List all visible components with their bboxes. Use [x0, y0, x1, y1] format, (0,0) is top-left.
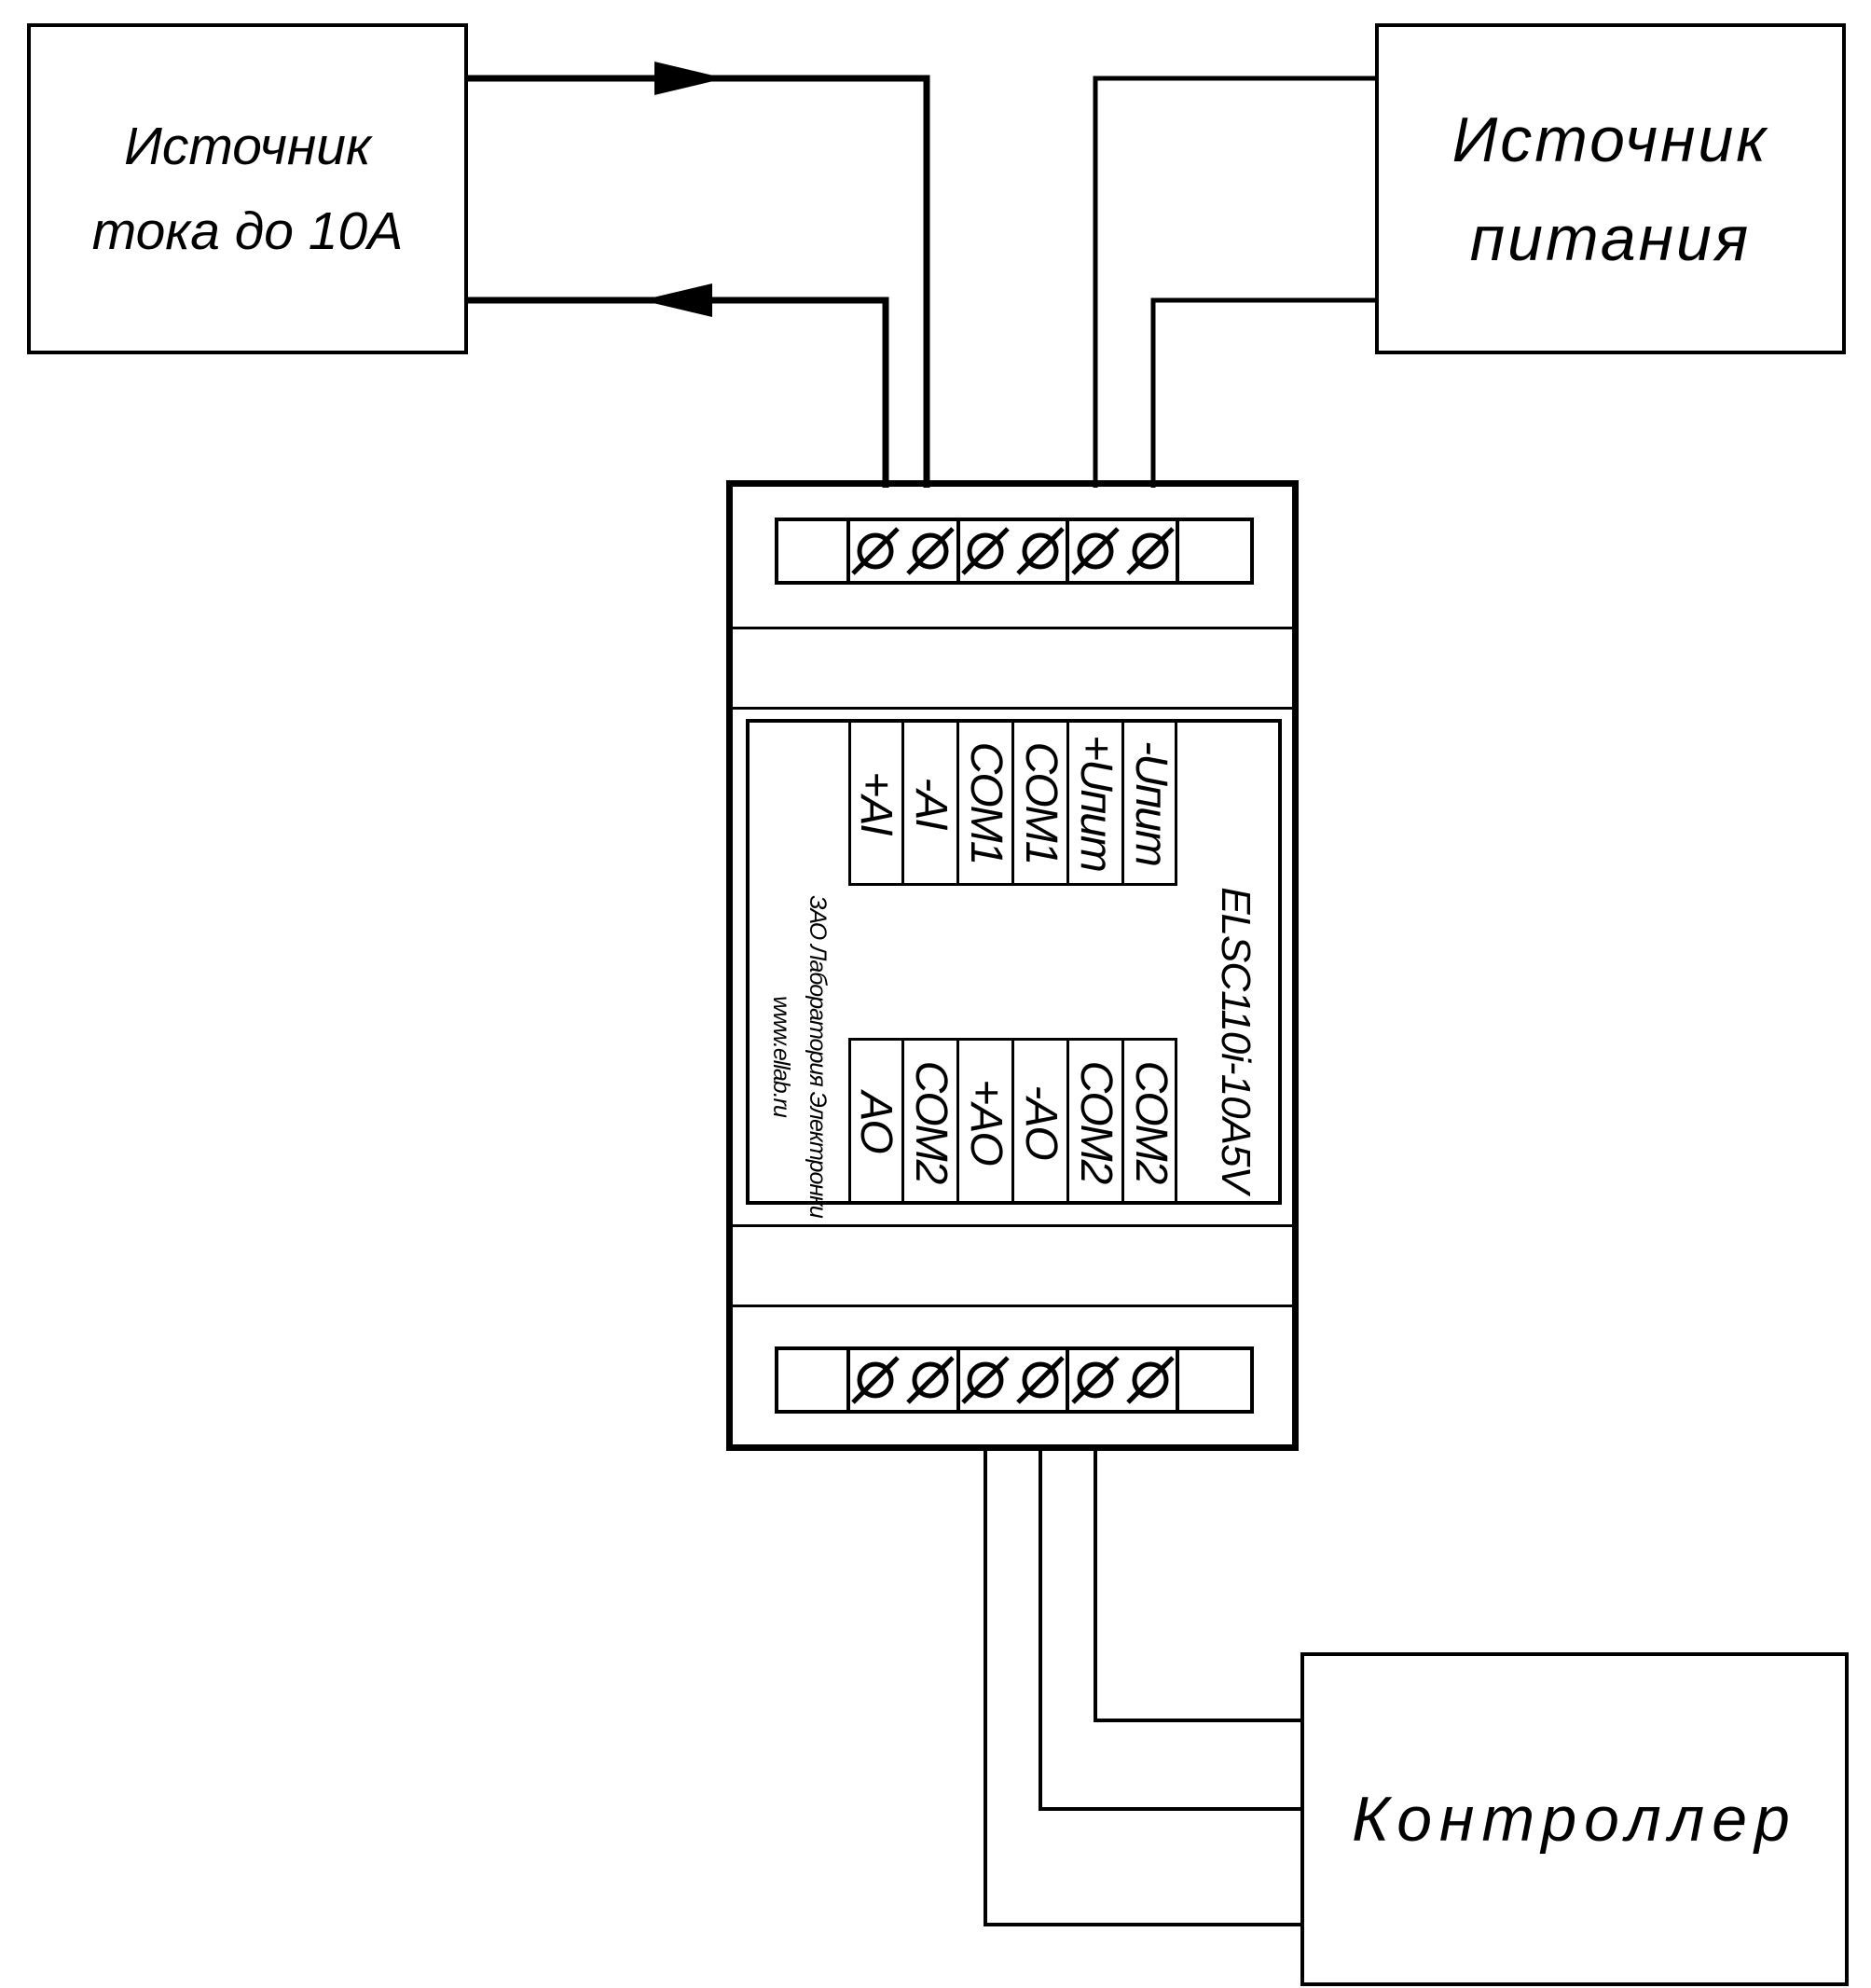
cell-divider — [956, 722, 959, 883]
screw-terminal-icon — [961, 527, 1010, 575]
strip-top-divider — [846, 521, 850, 581]
module-seam-line — [733, 1224, 1292, 1227]
screw-terminal-icon — [961, 1356, 1010, 1404]
cell-divider — [1066, 1041, 1069, 1202]
module-seam-line — [733, 707, 1292, 710]
module-seam-line — [733, 627, 1292, 629]
power-wire-minus — [1150, 297, 1379, 488]
controller-label: Контроллер — [1352, 1784, 1797, 1855]
current-source-box: Источник тока до 10А — [27, 23, 468, 354]
power-supply-label-line1: Источник — [1451, 104, 1769, 175]
arrow-left-icon — [641, 283, 712, 317]
screw-terminal-icon — [906, 1356, 955, 1404]
strip-top-divider — [1066, 521, 1069, 581]
cell-divider — [901, 1041, 904, 1202]
screw-terminal-icon — [1016, 1356, 1065, 1404]
current-source-label-line1: Источник — [124, 116, 371, 176]
terminal-cells-bottom — [848, 1038, 1177, 1205]
strip-bottom-divider — [1176, 1350, 1179, 1410]
strip-bottom-divider — [956, 1350, 960, 1410]
screw-terminal-icon — [851, 1356, 900, 1404]
power-supply-label: Источник питания — [1452, 73, 1769, 306]
cell-divider — [1011, 722, 1014, 883]
cell-divider — [1121, 1041, 1124, 1202]
controller-wire-2 — [1039, 1444, 1304, 1811]
screw-terminal-icon — [1071, 527, 1120, 575]
terminal-cells-top — [848, 719, 1177, 886]
strip-top-divider — [1176, 521, 1179, 581]
current-source-label: Источник тока до 10А — [92, 89, 403, 290]
strip-top-divider — [956, 521, 960, 581]
screw-terminal-icon — [906, 527, 955, 575]
power-supply-label-line2: питания — [1469, 202, 1752, 274]
arrow-right-icon — [654, 62, 725, 95]
terminal-strip-top — [775, 518, 1254, 585]
module-box — [726, 480, 1299, 1451]
cell-divider — [956, 1041, 959, 1202]
current-source-label-line2: тока до 10А — [91, 200, 404, 261]
power-supply-box: Источник питания — [1375, 23, 1846, 354]
terminal-strip-bottom — [775, 1346, 1254, 1414]
cell-divider — [1066, 722, 1069, 883]
strip-bottom-divider — [846, 1350, 850, 1410]
power-wire-plus — [1093, 76, 1379, 488]
cell-divider — [1011, 1041, 1014, 1202]
cell-divider — [901, 722, 904, 883]
controller-wire-3 — [984, 1444, 1304, 1926]
controller-box: Контроллер — [1300, 1652, 1849, 1986]
current-return-wire — [464, 297, 889, 488]
current-out-wire — [464, 75, 930, 488]
screw-terminal-icon — [1016, 527, 1065, 575]
screw-terminal-icon — [1126, 527, 1175, 575]
module-seam-line — [733, 1305, 1292, 1307]
strip-bottom-divider — [1066, 1350, 1069, 1410]
cell-divider — [1121, 722, 1124, 883]
screw-terminal-icon — [1126, 1356, 1175, 1404]
controller-wire-1 — [1094, 1444, 1304, 1722]
screw-terminal-icon — [851, 527, 900, 575]
screw-terminal-icon — [1071, 1356, 1120, 1404]
